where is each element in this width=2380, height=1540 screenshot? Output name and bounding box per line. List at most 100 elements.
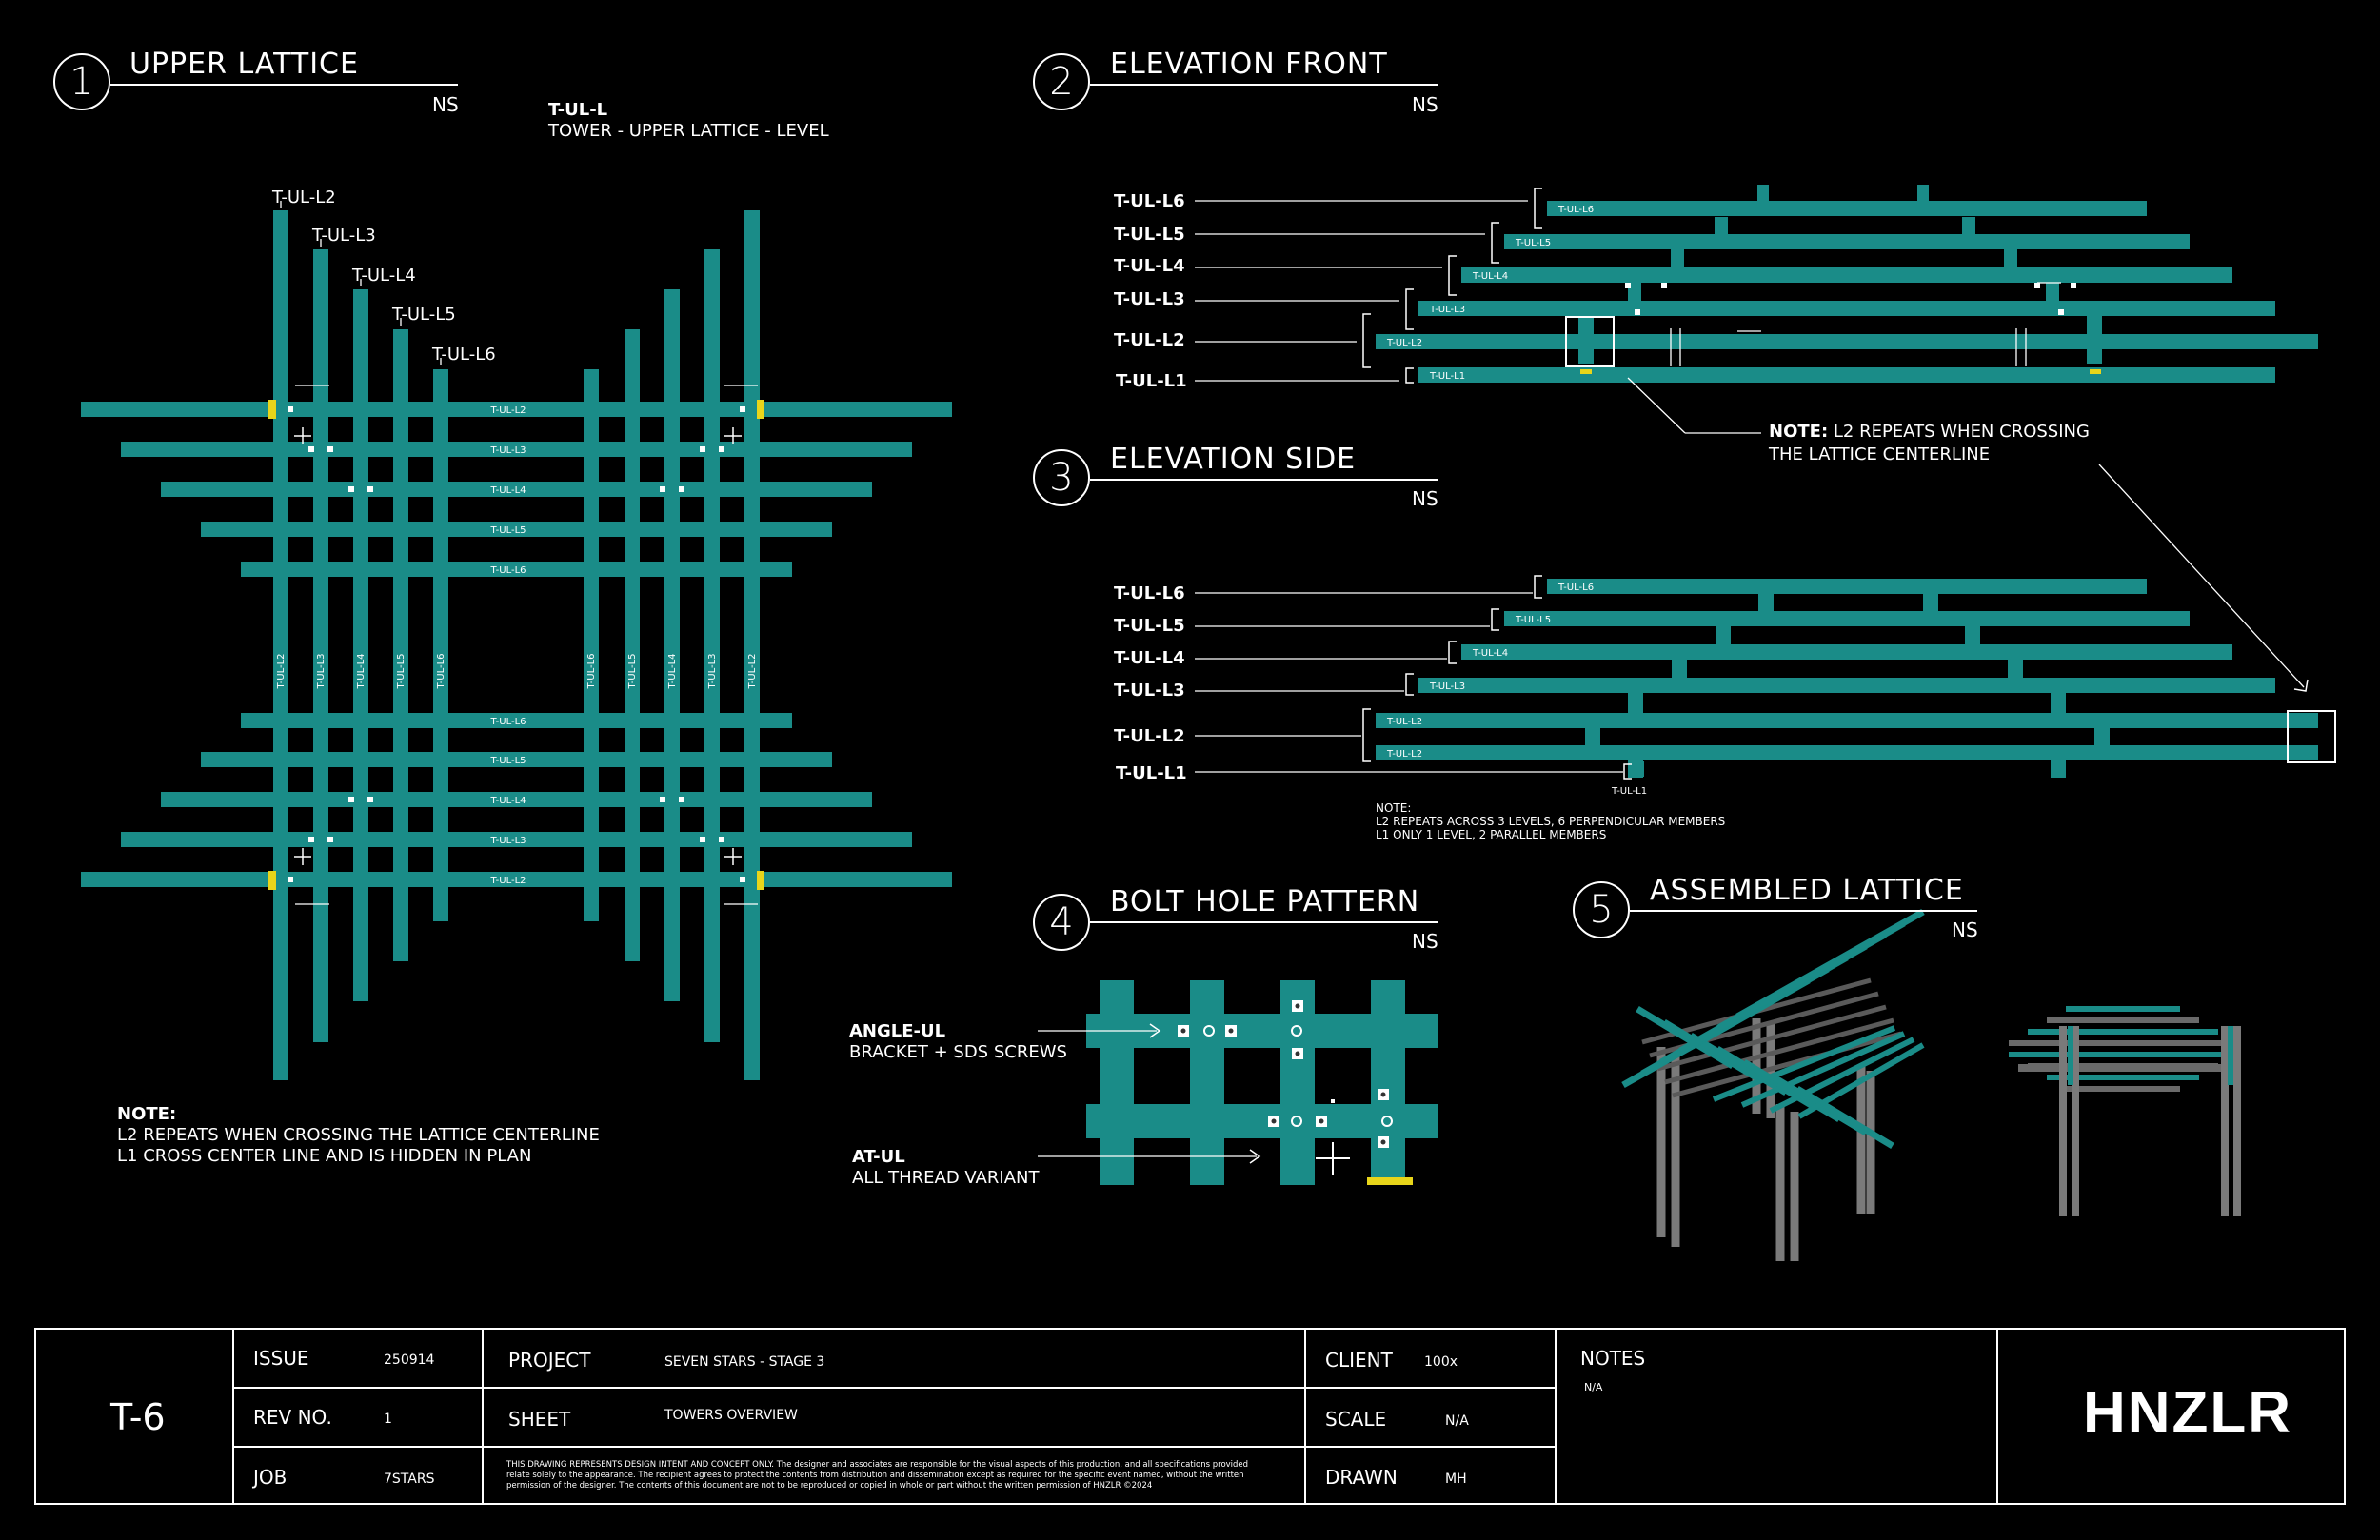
lattice-post <box>584 369 599 921</box>
bolt-marker <box>367 486 373 492</box>
lattice-beam <box>201 522 832 537</box>
bolt-marker <box>288 406 293 412</box>
lattice-beam <box>241 562 792 577</box>
level-brace <box>1534 575 1542 599</box>
front-post <box>1917 185 1929 210</box>
view-scale: NS <box>1412 93 1438 116</box>
side-post <box>2051 760 2066 778</box>
bolt-marker <box>327 837 333 842</box>
side-level-label: T-UL-L1 <box>1116 763 1187 783</box>
level-brace <box>1491 608 1499 631</box>
post-label: T-UL-L6 <box>586 653 597 689</box>
detail-box <box>1565 316 1615 367</box>
view-scale: NS <box>1412 487 1438 510</box>
front-post <box>1671 249 1684 275</box>
side-member <box>1376 713 2318 728</box>
lattice-post <box>664 289 680 1001</box>
arrow-head <box>1149 1023 1161 1038</box>
bolt-ring <box>1203 1025 1215 1037</box>
view-title-elevation-front: ELEVATION FRONT <box>1110 48 1388 81</box>
side-level-label: T-UL-L3 <box>1114 681 1185 701</box>
bolt-ring <box>1291 1116 1302 1127</box>
bolt-post <box>1371 980 1405 1185</box>
front-member <box>1418 367 2275 383</box>
arrow-head <box>2293 679 2309 692</box>
post-label: T-UL-L2 <box>276 653 287 689</box>
callout-angle-desc: BRACKET + SDS SCREWS <box>849 1042 1067 1062</box>
lattice-post <box>625 329 640 961</box>
callout-at-heading: AT-UL <box>852 1147 905 1167</box>
iso-member <box>1797 1042 1925 1119</box>
level-brace <box>1491 222 1499 264</box>
front-member-label: T-UL-L5 <box>1515 238 1551 248</box>
bolt-marker <box>700 446 705 452</box>
bolt-marker <box>2071 283 2076 288</box>
beam-label: T-UL-L5 <box>489 756 526 766</box>
bolt-marker <box>660 486 665 492</box>
bolt-marker <box>348 797 354 802</box>
divider <box>1304 1330 1306 1503</box>
arrow-head <box>1249 1149 1261 1164</box>
front-post <box>1628 282 1641 308</box>
post-label: T-UL-L4 <box>356 653 367 689</box>
bolt-marker <box>2058 309 2064 315</box>
iso-member <box>1769 1037 1915 1114</box>
bolt-hole <box>1319 1118 1324 1124</box>
plan-note-heading: NOTE: <box>117 1104 177 1124</box>
iso-member <box>1795 1085 1894 1150</box>
lattice-post <box>353 289 368 1001</box>
side-post <box>1585 728 1600 745</box>
bolt-hole <box>1380 1139 1386 1145</box>
view-number-4: 4 <box>1033 894 1090 951</box>
issue-value: 250914 <box>384 1352 435 1368</box>
bolt-marker <box>1625 283 1631 288</box>
front-member <box>1504 234 2190 249</box>
title-underline <box>1090 479 1438 481</box>
bolt-marker <box>679 486 684 492</box>
bolt-marker <box>740 877 745 882</box>
bolt-marker <box>327 446 333 452</box>
rev-value: 1 <box>384 1412 392 1427</box>
bolt-hole <box>1271 1118 1277 1124</box>
level-brace <box>1405 367 1414 384</box>
side-level-label: T-UL-L4 <box>1114 648 1185 668</box>
beam-label: T-UL-L2 <box>489 405 526 416</box>
side-member <box>1376 745 2318 760</box>
angle-bracket <box>2090 369 2101 374</box>
lattice-beam <box>161 792 872 807</box>
sheet-value: TOWERS OVERVIEW <box>664 1408 798 1423</box>
bolt-marker <box>367 797 373 802</box>
side-member <box>1547 579 2147 594</box>
project-value: SEVEN STARS - STAGE 3 <box>664 1354 825 1370</box>
level-brace <box>1362 708 1371 762</box>
callout-at-desc: ALL THREAD VARIANT <box>852 1168 1040 1188</box>
lattice-post <box>704 249 720 1042</box>
angle-bracket <box>268 400 276 419</box>
side-post <box>2051 693 2066 713</box>
bolt-ring <box>1381 1116 1393 1127</box>
level-brace <box>1405 288 1414 330</box>
rev-label: REV NO. <box>253 1406 332 1429</box>
bolt-hole <box>1180 1028 1186 1034</box>
sheet-number: T-6 <box>110 1396 166 1438</box>
project-label: PROJECT <box>508 1349 591 1372</box>
bolt-marker <box>679 797 684 802</box>
side-member-label: T-UL-L5 <box>1515 615 1551 625</box>
iso-member <box>1735 908 1925 1020</box>
lattice-post <box>393 329 408 961</box>
level-brace <box>1534 188 1542 229</box>
bolt-post <box>1190 980 1224 1185</box>
side-note-line: L1 ONLY 1 LEVEL, 2 PARALLEL MEMBERS <box>1376 828 1607 841</box>
front-post <box>2046 282 2059 308</box>
side-note-line: L2 REPEATS ACROSS 3 LEVELS, 6 PERPENDICU… <box>1376 815 1726 828</box>
detail-box <box>2287 710 2336 763</box>
divider <box>1996 1330 1998 1503</box>
view-title-elevation-side: ELEVATION SIDE <box>1110 443 1357 476</box>
view-title-assembled-lattice: ASSEMBLED LATTICE <box>1650 874 1964 907</box>
angle-bracket <box>1580 369 1592 374</box>
front-post <box>1715 217 1728 242</box>
post-label: T-UL-L4 <box>667 653 678 689</box>
bolt-marker <box>1331 1099 1335 1103</box>
plan-level-label: T-UL-L3 <box>312 226 376 246</box>
